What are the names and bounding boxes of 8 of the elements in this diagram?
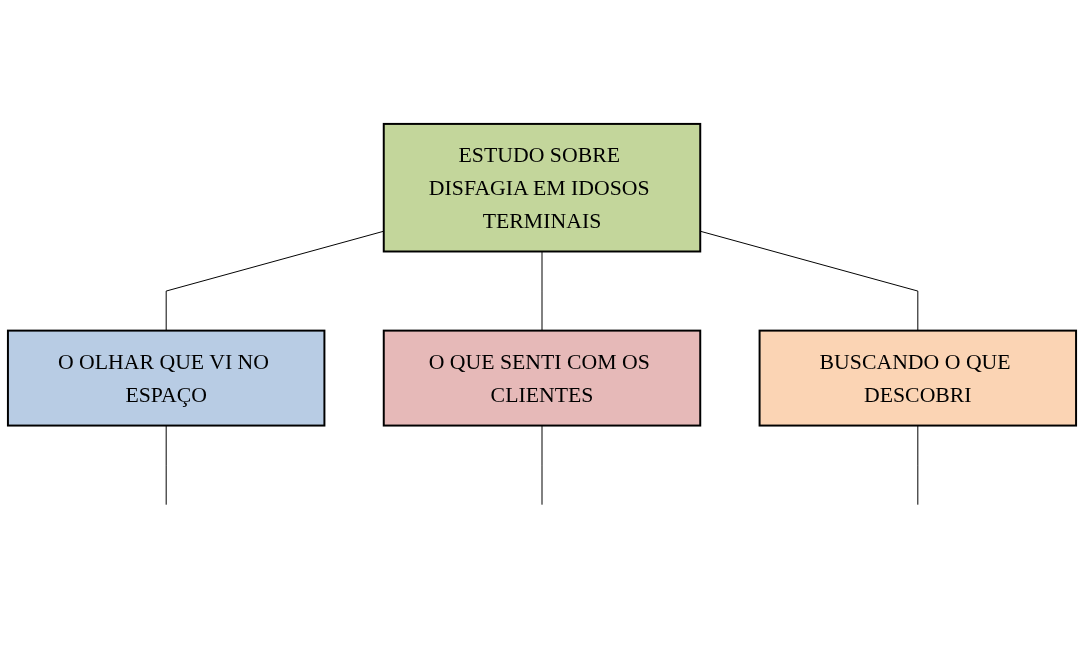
node-box: O QUE SENTI COM OS CLIENTES <box>382 330 702 427</box>
connector <box>165 425 167 506</box>
connector <box>541 251 543 332</box>
node-box: BUSCANDO O QUE DESCOBRI <box>758 330 1078 427</box>
connector <box>541 425 543 506</box>
node-box: O OLHAR QUE VI NO ESPAÇO <box>6 330 326 427</box>
connector <box>917 425 919 506</box>
node-box: ESTUDO SOBRE DISFAGIA EM IDOSOS TERMINAIS <box>382 123 702 253</box>
